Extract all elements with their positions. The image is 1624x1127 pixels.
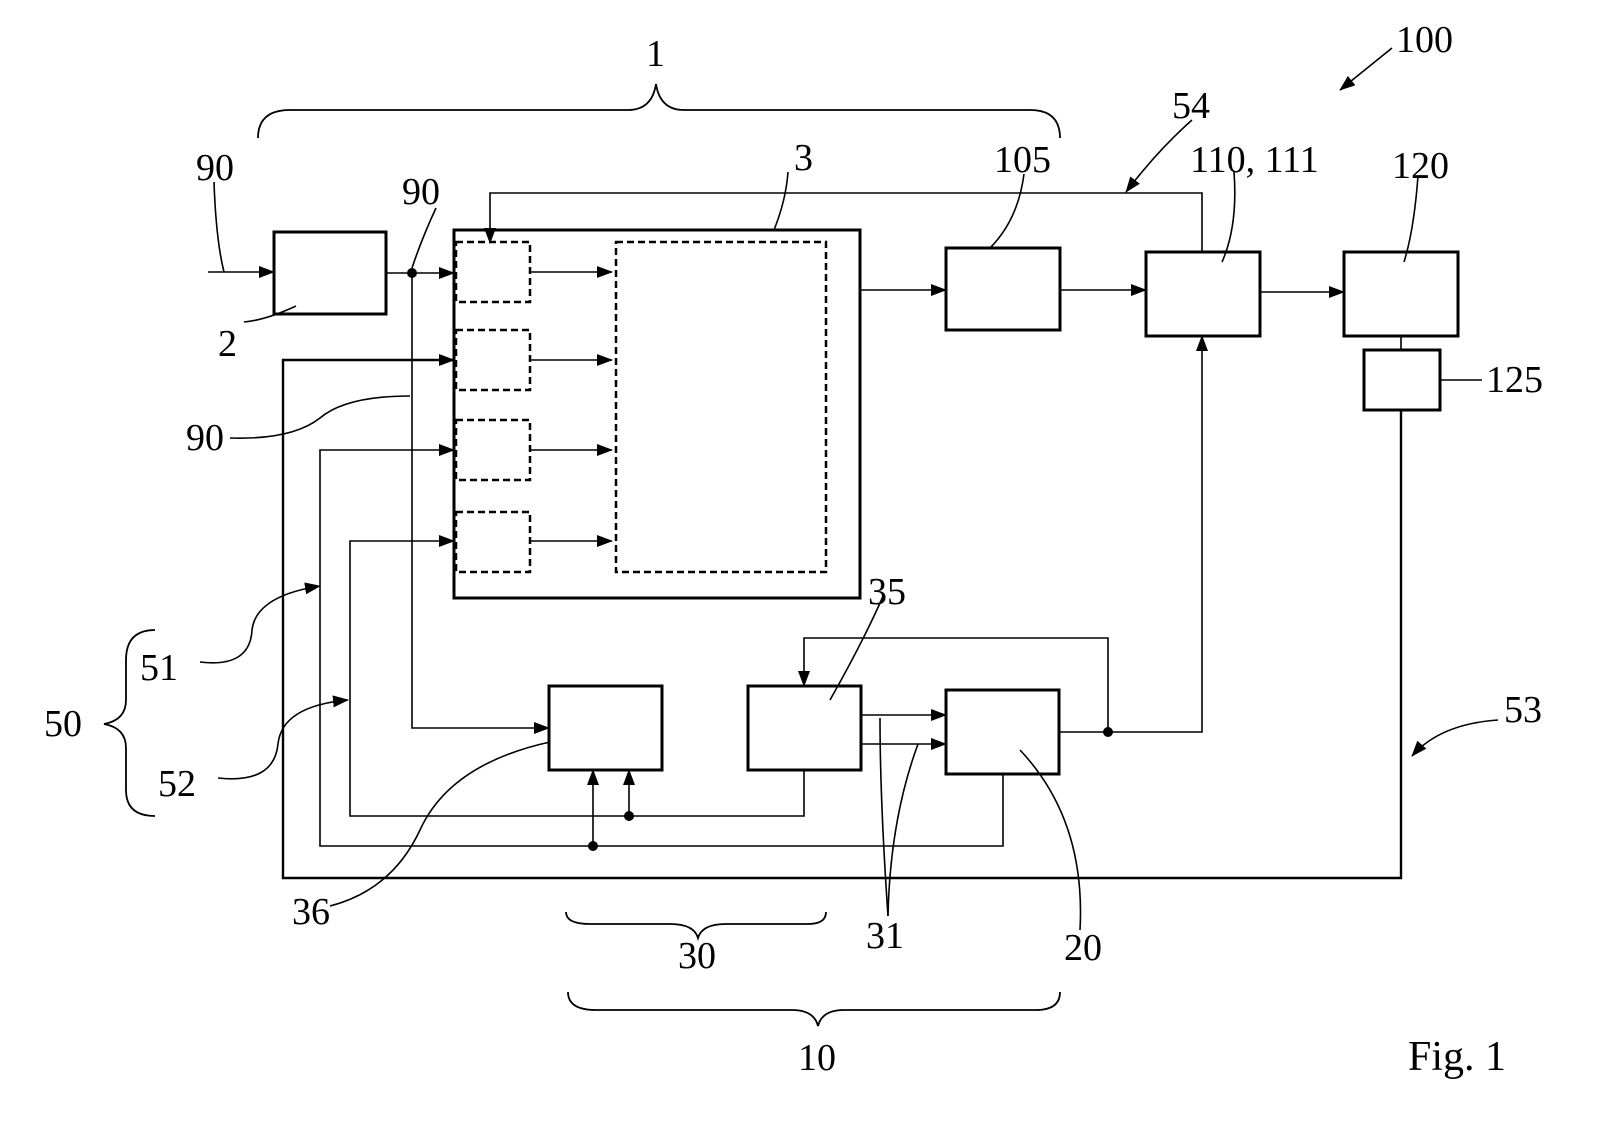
label-100: 100	[1396, 19, 1453, 61]
box-110-111	[1146, 252, 1260, 336]
label-10: 10	[798, 1037, 836, 1079]
label-125: 125	[1486, 359, 1543, 401]
box-35	[748, 686, 861, 770]
label-20: 20	[1064, 927, 1102, 969]
label-90-b: 90	[402, 171, 440, 213]
label-90-a: 90	[196, 147, 234, 189]
box-125	[1364, 350, 1440, 410]
box-2	[274, 232, 386, 314]
box-3-core	[616, 242, 826, 572]
label-54: 54	[1172, 85, 1210, 127]
box-105	[946, 248, 1060, 330]
label-110-111: 110, 111	[1190, 139, 1319, 181]
brace-group-10	[568, 992, 1060, 1026]
label-90-c: 90	[186, 417, 224, 459]
label-53: 53	[1504, 689, 1542, 731]
label-51: 51	[140, 647, 178, 689]
box-120	[1344, 252, 1458, 336]
label-36: 36	[292, 891, 330, 933]
label-2: 2	[218, 323, 237, 365]
label-1: 1	[646, 33, 665, 75]
label-3: 3	[794, 137, 813, 179]
brace-group-1	[258, 84, 1060, 138]
label-35: 35	[868, 571, 906, 613]
box-3-input-1	[456, 242, 530, 302]
reference-labels: 100 1 54 3 105 110, 111 120 125 90 90 90…	[44, 19, 1543, 1080]
box-3	[454, 230, 860, 598]
box-3-input-2	[456, 330, 530, 390]
box-20	[946, 690, 1059, 774]
label-105: 105	[994, 139, 1051, 181]
box-3-input-3	[456, 420, 530, 480]
label-31: 31	[866, 915, 904, 957]
label-50: 50	[44, 703, 82, 745]
label-30: 30	[678, 935, 716, 977]
box-3-input-4	[456, 512, 530, 572]
label-120: 120	[1392, 145, 1449, 187]
label-52: 52	[158, 763, 196, 805]
figure-label: Fig. 1	[1408, 1034, 1506, 1080]
box-36	[549, 686, 662, 770]
